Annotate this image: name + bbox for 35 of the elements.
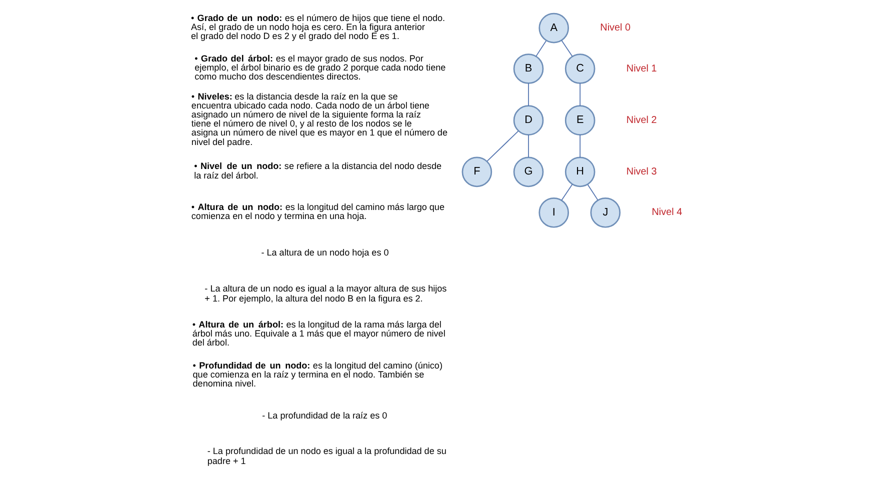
label: • Altura de un nodo: es la longitud del camino más largo que comienza en el nodo y termina en una hoja. xyxy=(191,202,444,221)
connector xyxy=(580,134,581,158)
node-circle: I xyxy=(538,197,569,228)
label: • Profundidad de un nodo: es la longitud del camino (único) que comienza en la raíz y termina en el nodo. También se denomina nivel. xyxy=(192,360,442,388)
connector xyxy=(580,82,581,106)
label: Nivel 3 xyxy=(626,166,657,178)
node-circle: H xyxy=(564,156,596,188)
label: • Nivel de un nodo: se refiere a la distancia del nodo desde la raíz del árbol. xyxy=(194,161,442,180)
label: Nivel 4 xyxy=(652,207,682,218)
label: Nivel 2 xyxy=(626,114,657,126)
node-circle: E xyxy=(564,105,596,136)
label: - La profundidad de la raíz es 0 xyxy=(262,410,388,420)
connector xyxy=(528,134,529,158)
node-circle: J xyxy=(590,197,621,228)
node-circle: D xyxy=(513,105,544,136)
label: • Grado de un nodo: es el número de hijos que tiene el nodo. Así, el grado de un nodo hoja es cero. En la figura anterior el grado del nodo D es 2 y el grado del nodo E es 1. xyxy=(190,12,446,41)
label: - La altura de un nodo hoja es 0 xyxy=(261,248,389,258)
label: Nivel 0 xyxy=(600,22,631,34)
connector xyxy=(486,130,519,162)
label: • Altura de un árbol: es la longitud de la rama más larga del árbol más uno. Equivale a 1 más que el mayor número de nivel del árbol. xyxy=(192,320,446,348)
connector xyxy=(561,184,573,201)
connector xyxy=(536,40,547,57)
node-circle: G xyxy=(513,156,544,188)
connector xyxy=(561,40,573,57)
connector xyxy=(587,184,598,201)
connector xyxy=(528,82,529,106)
node-circle: C xyxy=(564,54,596,84)
label: - La profundidad de un nodo es igual a la profundidad de su padre + 1 xyxy=(207,446,446,466)
node-circle: A xyxy=(538,12,569,44)
node-circle: F xyxy=(462,156,492,188)
label: • Niveles: es la distancia desde la raíz en la que se encuentra ubicado cada nodo. Cada nodo de un árbol tiene asignado un número de nivel de la siguiente forma la raíz tiene el número de nivel 0, y al resto de los nodos se le asigna un número de nivel que es mayor en 1 que el número de nivel del padre. xyxy=(191,92,448,147)
label: Nivel 1 xyxy=(626,63,657,74)
label: - La altura de un nodo es igual a la mayor altura de sus hijos + 1. Por ejemplo, la altura del nodo B en la figura es 2. xyxy=(204,283,447,304)
node-circle: B xyxy=(513,54,544,84)
label: • Grado del árbol: es el mayor grado de sus nodos. Por ejemplo, el árbol binario es de grado 2 porque cada nodo tiene como mucho dos descendientes directos. xyxy=(194,54,446,82)
